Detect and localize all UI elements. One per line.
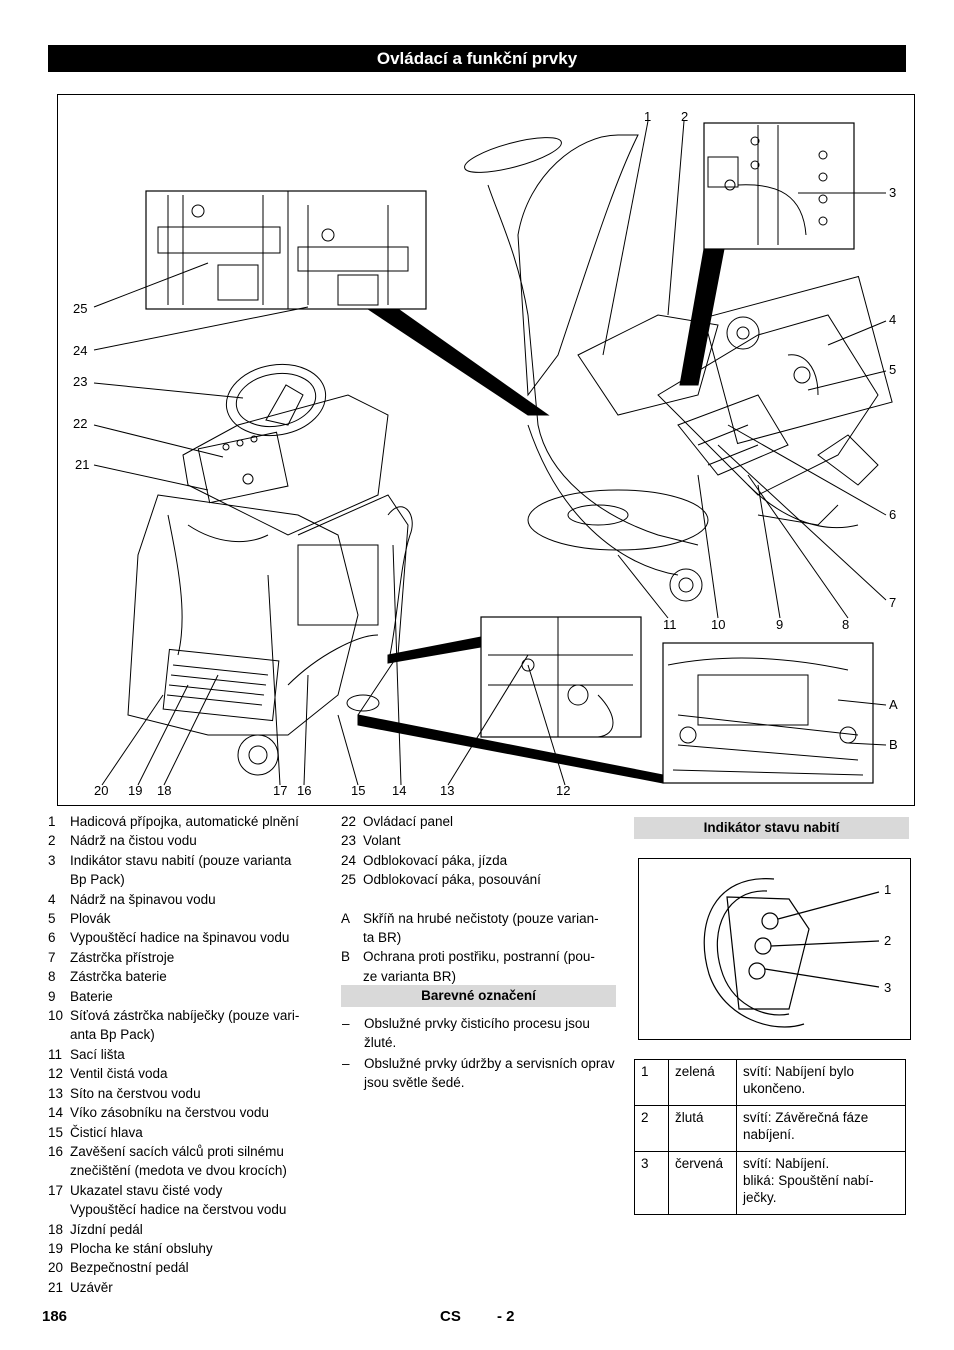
indicator-callout-1: 1 (884, 882, 892, 897)
page-number: 186 (42, 1308, 68, 1325)
callout-19: 19 (128, 783, 143, 798)
list-item: –Obslužné prvky údržby a servisních opra… (342, 1056, 615, 1090)
callout-22: 22 (73, 416, 88, 431)
callout-20: 20 (94, 783, 109, 798)
charge-indicator-drawing (703, 878, 880, 1028)
legend-item-cont: Bp Pack) (70, 872, 125, 888)
callout-10: 10 (711, 617, 726, 632)
callout-25: 25 (73, 301, 88, 316)
callout-9: 9 (776, 617, 784, 632)
legend-item-cont: ze varianta BR) (363, 968, 457, 984)
legend-item-cont: anta Bp Pack) (70, 1027, 155, 1043)
callout-16: 16 (297, 783, 312, 798)
table-row: 2 žlutá svítí: Závěrečná fáze nabíjení. (634, 1105, 906, 1152)
callout-3: 3 (889, 185, 897, 200)
language-code: CS (440, 1308, 461, 1325)
table-row: 3 červená svítí: Nabíjení.bliká: Spouště… (634, 1151, 906, 1215)
callout-1: 1 (644, 109, 652, 124)
callout-17: 17 (273, 783, 288, 798)
legend-item-cont: ta BR) (363, 930, 402, 946)
indicator-callout-3: 3 (884, 980, 892, 995)
callout-14: 14 (392, 783, 407, 798)
callout-23: 23 (73, 374, 88, 389)
callout-18: 18 (157, 783, 172, 798)
callout-8: 8 (842, 617, 850, 632)
legend-item-cont: znečištění (medota ve dvou krocích) (70, 1163, 287, 1179)
machine-figure: 1 2 3 4 5 6 7 25 24 23 22 21 11 10 9 8 A… (57, 94, 915, 806)
callout-5: 5 (889, 362, 897, 377)
page-title: Ovládací a funkční prvky (48, 45, 906, 72)
callout-4: 4 (889, 312, 897, 327)
callout-13: 13 (440, 783, 455, 798)
callout-2: 2 (681, 109, 689, 124)
list-item: –Obslužné prvky čisticího procesu jsou ž… (342, 1016, 590, 1050)
charge-indicator-figure: 1 2 3 (638, 858, 911, 1040)
legend-item-cont: Vypouštěcí hadice na čerstvou vodu (70, 1202, 287, 1218)
section-suffix: - 2 (497, 1308, 515, 1325)
color-coding-list: –Obslužné prvky čisticího procesu jsou ž… (342, 1014, 617, 1094)
table-row: 1 zelená svítí: Nabíjení bylo ukončeno. (634, 1059, 906, 1106)
callout-A: A (889, 697, 898, 712)
charge-status-table: 1 zelená svítí: Nabíjení bylo ukončeno. … (634, 1059, 906, 1215)
callout-24: 24 (73, 343, 88, 358)
callout-7: 7 (889, 595, 897, 610)
color-coding-heading: Barevné označení (341, 985, 616, 1007)
charge-indicator-heading: Indikátor stavu nabití (634, 817, 909, 839)
callout-B: B (889, 737, 898, 752)
callout-12: 12 (556, 783, 571, 798)
callout-21: 21 (75, 457, 90, 472)
indicator-callout-2: 2 (884, 933, 892, 948)
callout-11: 11 (663, 617, 677, 632)
callout-15: 15 (351, 783, 366, 798)
machine-illustration (93, 120, 893, 786)
callout-6: 6 (889, 507, 897, 522)
